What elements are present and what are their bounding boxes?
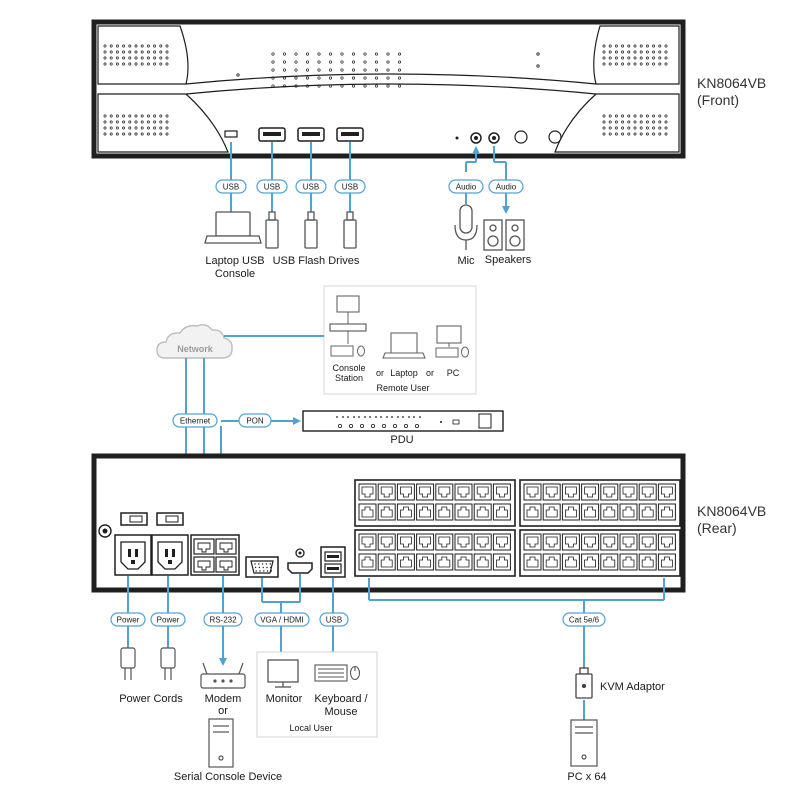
serial-console-device-icon xyxy=(208,718,234,768)
svg-text:Power: Power xyxy=(157,616,180,625)
pill-cat5e6: Cat 5e/6 xyxy=(562,612,606,627)
front-panel xyxy=(91,19,686,159)
pill-usb-rear: USB xyxy=(319,612,349,627)
rear-view-label: (Rear) xyxy=(697,520,737,536)
label-network: Network xyxy=(177,344,214,354)
front-vent-dots xyxy=(103,44,668,136)
pill-usb-1: USB xyxy=(215,179,247,194)
remote-pc-keyboard-icon xyxy=(435,347,459,358)
label-or-rear: or xyxy=(218,705,228,717)
pill-power-2: Power xyxy=(150,612,186,627)
pill-usb-2: USB xyxy=(256,179,288,194)
usb-port-2 xyxy=(297,127,325,142)
label-pdu: PDU xyxy=(390,434,413,446)
cat5-port-banks xyxy=(354,479,681,577)
svg-text:USB: USB xyxy=(326,616,342,625)
front-button-1 xyxy=(514,130,528,144)
svg-text:VGA / HDMI: VGA / HDMI xyxy=(260,616,304,625)
usb-flash-icon-3 xyxy=(343,211,357,249)
svg-text:Ethernet: Ethernet xyxy=(180,417,211,426)
ground-terminal xyxy=(98,524,112,538)
power-switch-2 xyxy=(156,512,184,526)
micro-usb-port xyxy=(224,130,238,138)
label-kvm-adaptor: KVM Adaptor xyxy=(600,681,665,693)
pill-rs232: RS-232 xyxy=(203,612,243,627)
front-connections xyxy=(230,142,510,214)
rear-panel xyxy=(91,453,686,593)
usb-flash-icon-1 xyxy=(265,211,279,249)
label-console-remote: Console xyxy=(332,363,365,373)
hdmi-port xyxy=(287,562,313,574)
speakers-icon xyxy=(483,219,525,251)
front-view-label: (Front) xyxy=(697,92,739,108)
svg-text:Power: Power xyxy=(117,616,140,625)
svg-text:PON: PON xyxy=(246,417,264,426)
pill-vga-hdmi: VGA / HDMI xyxy=(254,612,310,627)
rear-connections xyxy=(127,574,665,720)
label-local-user: Local User xyxy=(289,723,332,733)
rear-model-label: KN8064VB xyxy=(697,503,766,519)
console-station-kvm-icon xyxy=(329,323,367,332)
front-button-2 xyxy=(548,130,562,144)
label-remote-user: Remote User xyxy=(376,383,429,393)
pc-tower-icon xyxy=(570,719,598,767)
label-modem: Modem xyxy=(205,693,242,705)
svg-text:RS-232: RS-232 xyxy=(209,616,237,625)
svg-text:Audio: Audio xyxy=(456,183,477,192)
svg-text:USB: USB xyxy=(264,183,280,192)
pdu-device xyxy=(302,410,504,432)
pill-usb-3: USB xyxy=(295,179,327,194)
svg-text:USB: USB xyxy=(303,183,319,192)
usb-flash-icon-2 xyxy=(304,211,318,249)
label-pc-remote: PC xyxy=(447,368,460,378)
usb-port-1 xyxy=(258,127,286,142)
pill-ethernet: Ethernet xyxy=(172,413,218,428)
svg-text:USB: USB xyxy=(223,183,239,192)
svg-text:Cat 5e/6: Cat 5e/6 xyxy=(569,616,600,625)
pill-audio-1: Audio xyxy=(448,179,484,194)
pill-audio-2: Audio xyxy=(488,179,524,194)
microphone-icon xyxy=(454,204,478,250)
keyboard-mouse-icon xyxy=(314,664,361,682)
power-plug-icon-2 xyxy=(160,647,176,680)
modem-icon xyxy=(200,662,246,689)
speaker-jack xyxy=(488,132,500,144)
label-speakers: Speakers xyxy=(485,254,532,266)
label-power-cords: Power Cords xyxy=(119,693,183,705)
label-or-1: or xyxy=(376,368,384,378)
svg-text:USB: USB xyxy=(342,183,358,192)
console-station-keyboard-icon xyxy=(330,345,354,357)
label-console: Console xyxy=(215,268,255,280)
label-usb-flash-drives: USB Flash Drives xyxy=(273,255,360,267)
monitor-icon xyxy=(267,659,299,688)
remote-user-box xyxy=(323,285,477,395)
vga-port xyxy=(245,556,279,578)
front-model-label: KN8064VB xyxy=(697,75,766,91)
label-pc-x64: PC x 64 xyxy=(567,771,606,783)
label-mouse: Mouse xyxy=(324,706,357,718)
label-laptop-remote: Laptop xyxy=(390,368,418,378)
label-or-2: or xyxy=(426,368,434,378)
label-laptop-usb: Laptop USB xyxy=(205,255,264,267)
power-switch-1 xyxy=(120,512,148,526)
label-mic: Mic xyxy=(457,255,475,267)
laptop-icon xyxy=(204,211,262,244)
usb-port-3 xyxy=(336,127,364,142)
label-keyboard: Keyboard / xyxy=(314,693,368,705)
power-plug-icon-1 xyxy=(120,647,136,680)
label-monitor: Monitor xyxy=(266,693,303,705)
label-station: Station xyxy=(335,373,363,383)
mic-jack xyxy=(470,132,482,144)
pill-pon: PON xyxy=(238,413,272,428)
pill-usb-4: USB xyxy=(334,179,366,194)
pill-power-1: Power xyxy=(110,612,146,627)
kvm-adaptor-icon xyxy=(575,667,593,699)
svg-text:Audio: Audio xyxy=(496,183,517,192)
label-serial-console-device: Serial Console Device xyxy=(174,771,282,783)
network-cloud-icon xyxy=(156,323,233,359)
